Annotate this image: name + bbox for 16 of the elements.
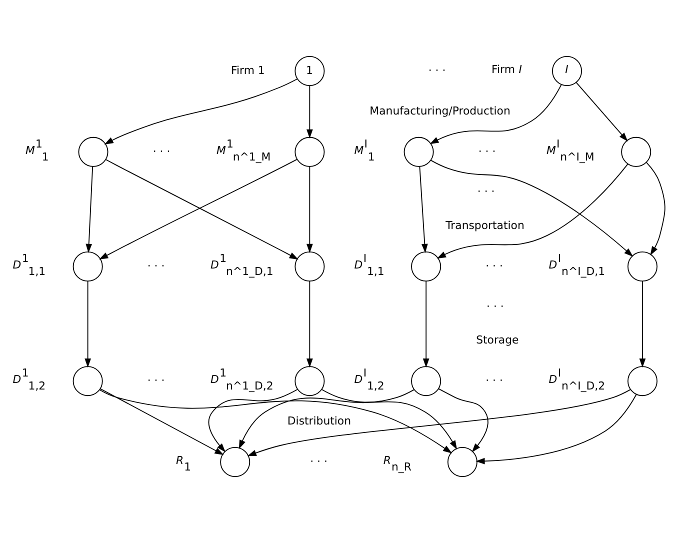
label: · · · — [147, 259, 165, 272]
label: Distribution — [287, 414, 352, 428]
label: · · · — [428, 64, 446, 77]
label: · · · — [486, 374, 503, 387]
label: · · · — [486, 300, 504, 313]
label: · · · — [486, 259, 503, 272]
label: Manufacturing/Production — [370, 104, 510, 118]
label: Storage — [476, 333, 519, 346]
label: · · · — [477, 185, 495, 198]
label: · · · — [152, 144, 170, 158]
node-label: Firm 1 — [231, 64, 265, 77]
label: · · · — [310, 454, 328, 468]
label: Transportation — [446, 218, 524, 232]
node-label: Firm I — [492, 62, 522, 76]
label: · · · — [147, 374, 165, 387]
label: · · · — [478, 144, 496, 158]
